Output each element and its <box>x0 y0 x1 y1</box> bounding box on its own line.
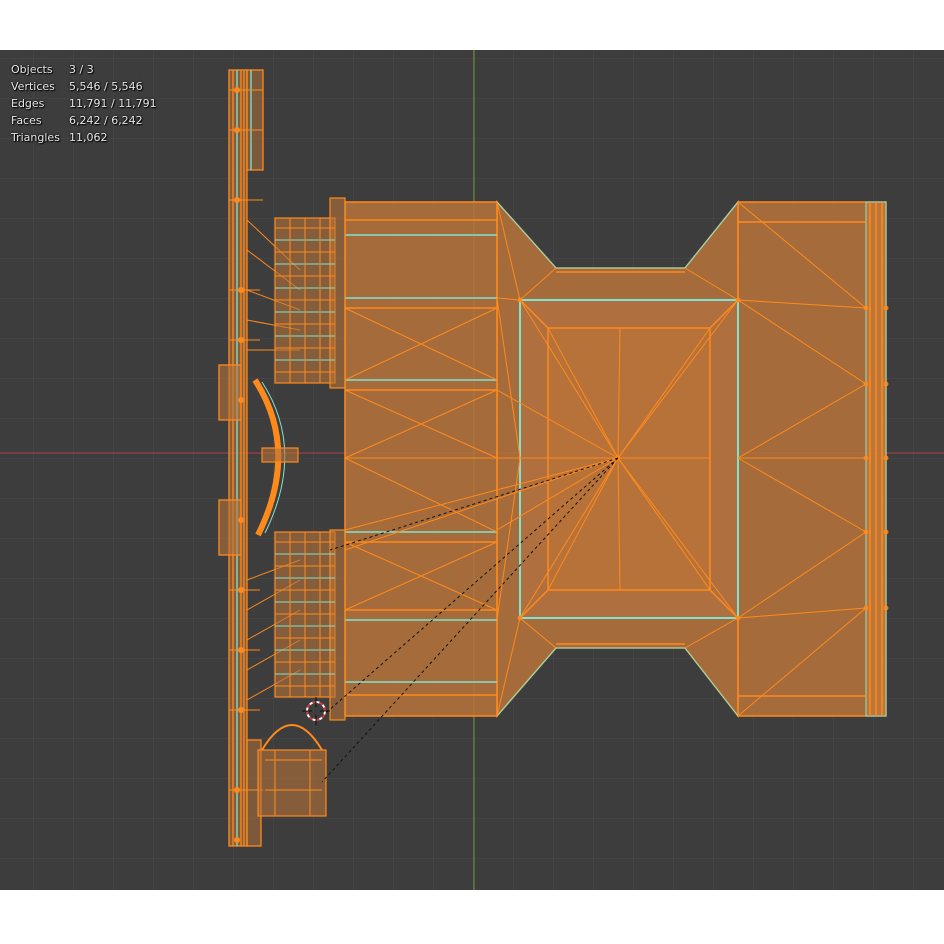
3d-cursor-icon[interactable] <box>302 697 330 725</box>
stat-label: Objects <box>11 63 53 76</box>
stat-row-faces: Faces 6,242 / 6,242 <box>11 112 157 129</box>
stat-row-edges: Edges 11,791 / 11,791 <box>11 95 157 112</box>
stat-value: 3 / 3 <box>69 63 94 76</box>
stat-row-vertices: Vertices 5,546 / 5,546 <box>11 78 157 95</box>
stat-row-objects: Objects 3 / 3 <box>11 61 157 78</box>
viewport-canvas[interactable] <box>0 50 944 890</box>
stat-label: Triangles <box>11 131 60 144</box>
stat-row-triangles: Triangles 11,062 <box>11 129 157 146</box>
mesh-left-column[interactable] <box>218 69 301 847</box>
parent-relationship-lines <box>319 457 619 783</box>
bracket-slats <box>265 218 335 816</box>
3d-viewport[interactable]: Objects 3 / 3 Vertices 5,546 / 5,546 Edg… <box>0 50 944 890</box>
stat-value: 5,546 / 5,546 <box>69 80 143 93</box>
statistics-overlay: Objects 3 / 3 Vertices 5,546 / 5,546 Edg… <box>11 61 157 146</box>
stat-label: Edges <box>11 97 45 110</box>
stat-value: 6,242 / 6,242 <box>69 114 143 127</box>
stat-value: 11,791 / 11,791 <box>69 97 157 110</box>
stat-label: Faces <box>11 114 42 127</box>
stat-label: Vertices <box>11 80 55 93</box>
mesh-main-body[interactable] <box>344 199 889 719</box>
stat-value: 11,062 <box>69 131 108 144</box>
